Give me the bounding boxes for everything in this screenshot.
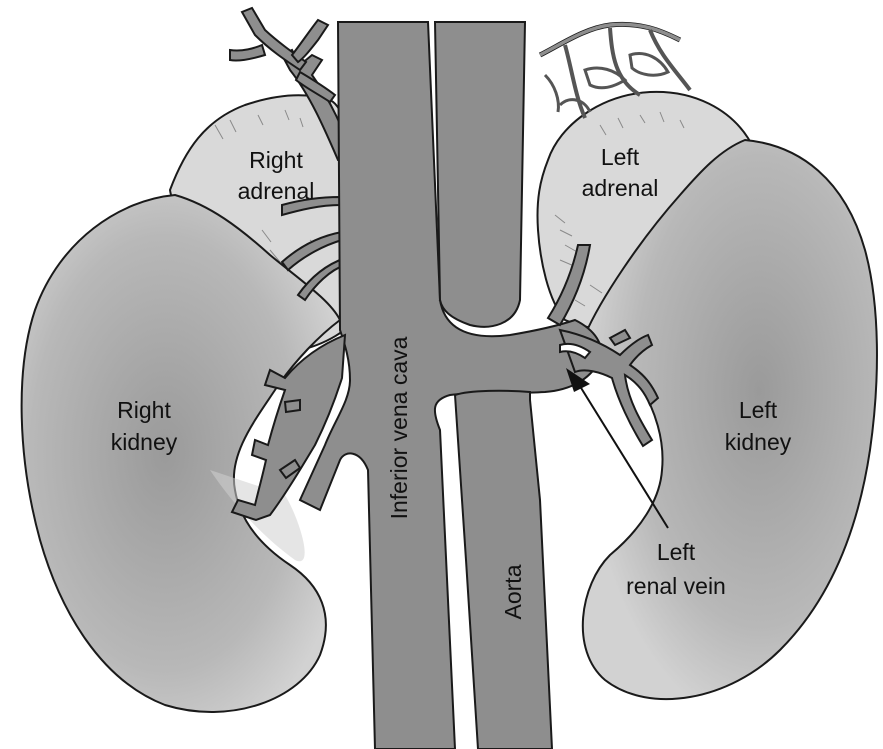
right-adrenal-label-line2: adrenal — [238, 178, 315, 204]
inferior-vena-cava-label: Inferior vena cava — [386, 336, 412, 519]
left-adrenal-label-line1: Left — [601, 144, 640, 170]
left-kidney-label-line2: kidney — [725, 429, 792, 455]
aorta-label: Aorta — [500, 564, 526, 619]
left-kidney-label-line1: Left — [739, 397, 778, 423]
right-adrenal-label-line1: Right — [249, 147, 303, 173]
left-renal-vein-label-line2: renal vein — [626, 573, 726, 599]
right-kidney-label-line1: Right — [117, 397, 171, 423]
left-renal-vein-label-line1: Left — [657, 539, 696, 565]
left-adrenal-label-line2: adrenal — [582, 175, 659, 201]
right-kidney-label-line2: kidney — [111, 429, 178, 455]
